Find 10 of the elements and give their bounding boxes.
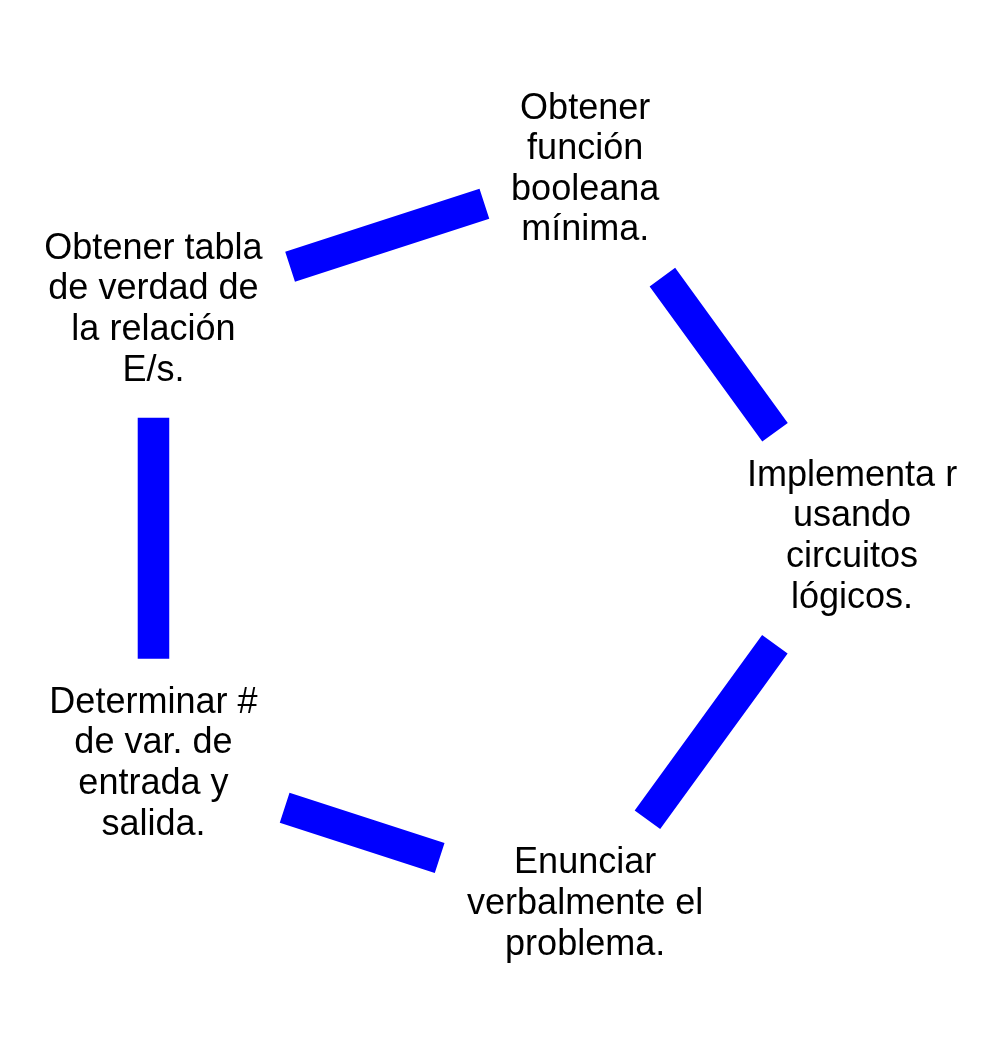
connector xyxy=(649,267,788,441)
connector xyxy=(137,417,170,659)
node-text: Obtener función booleana mínima. xyxy=(511,85,660,248)
node-text: Obtener tabla de verdad de la relación E/s. xyxy=(44,225,263,389)
connector xyxy=(634,634,788,829)
node-text: Implementa r usando circuitos lógicos. xyxy=(746,452,958,616)
connector xyxy=(285,188,490,282)
node-text: Determinar # de var. de entrada y salida. xyxy=(49,679,258,842)
connector xyxy=(279,792,445,873)
node-text: Enunciar verbalmente el problema. xyxy=(467,839,704,962)
